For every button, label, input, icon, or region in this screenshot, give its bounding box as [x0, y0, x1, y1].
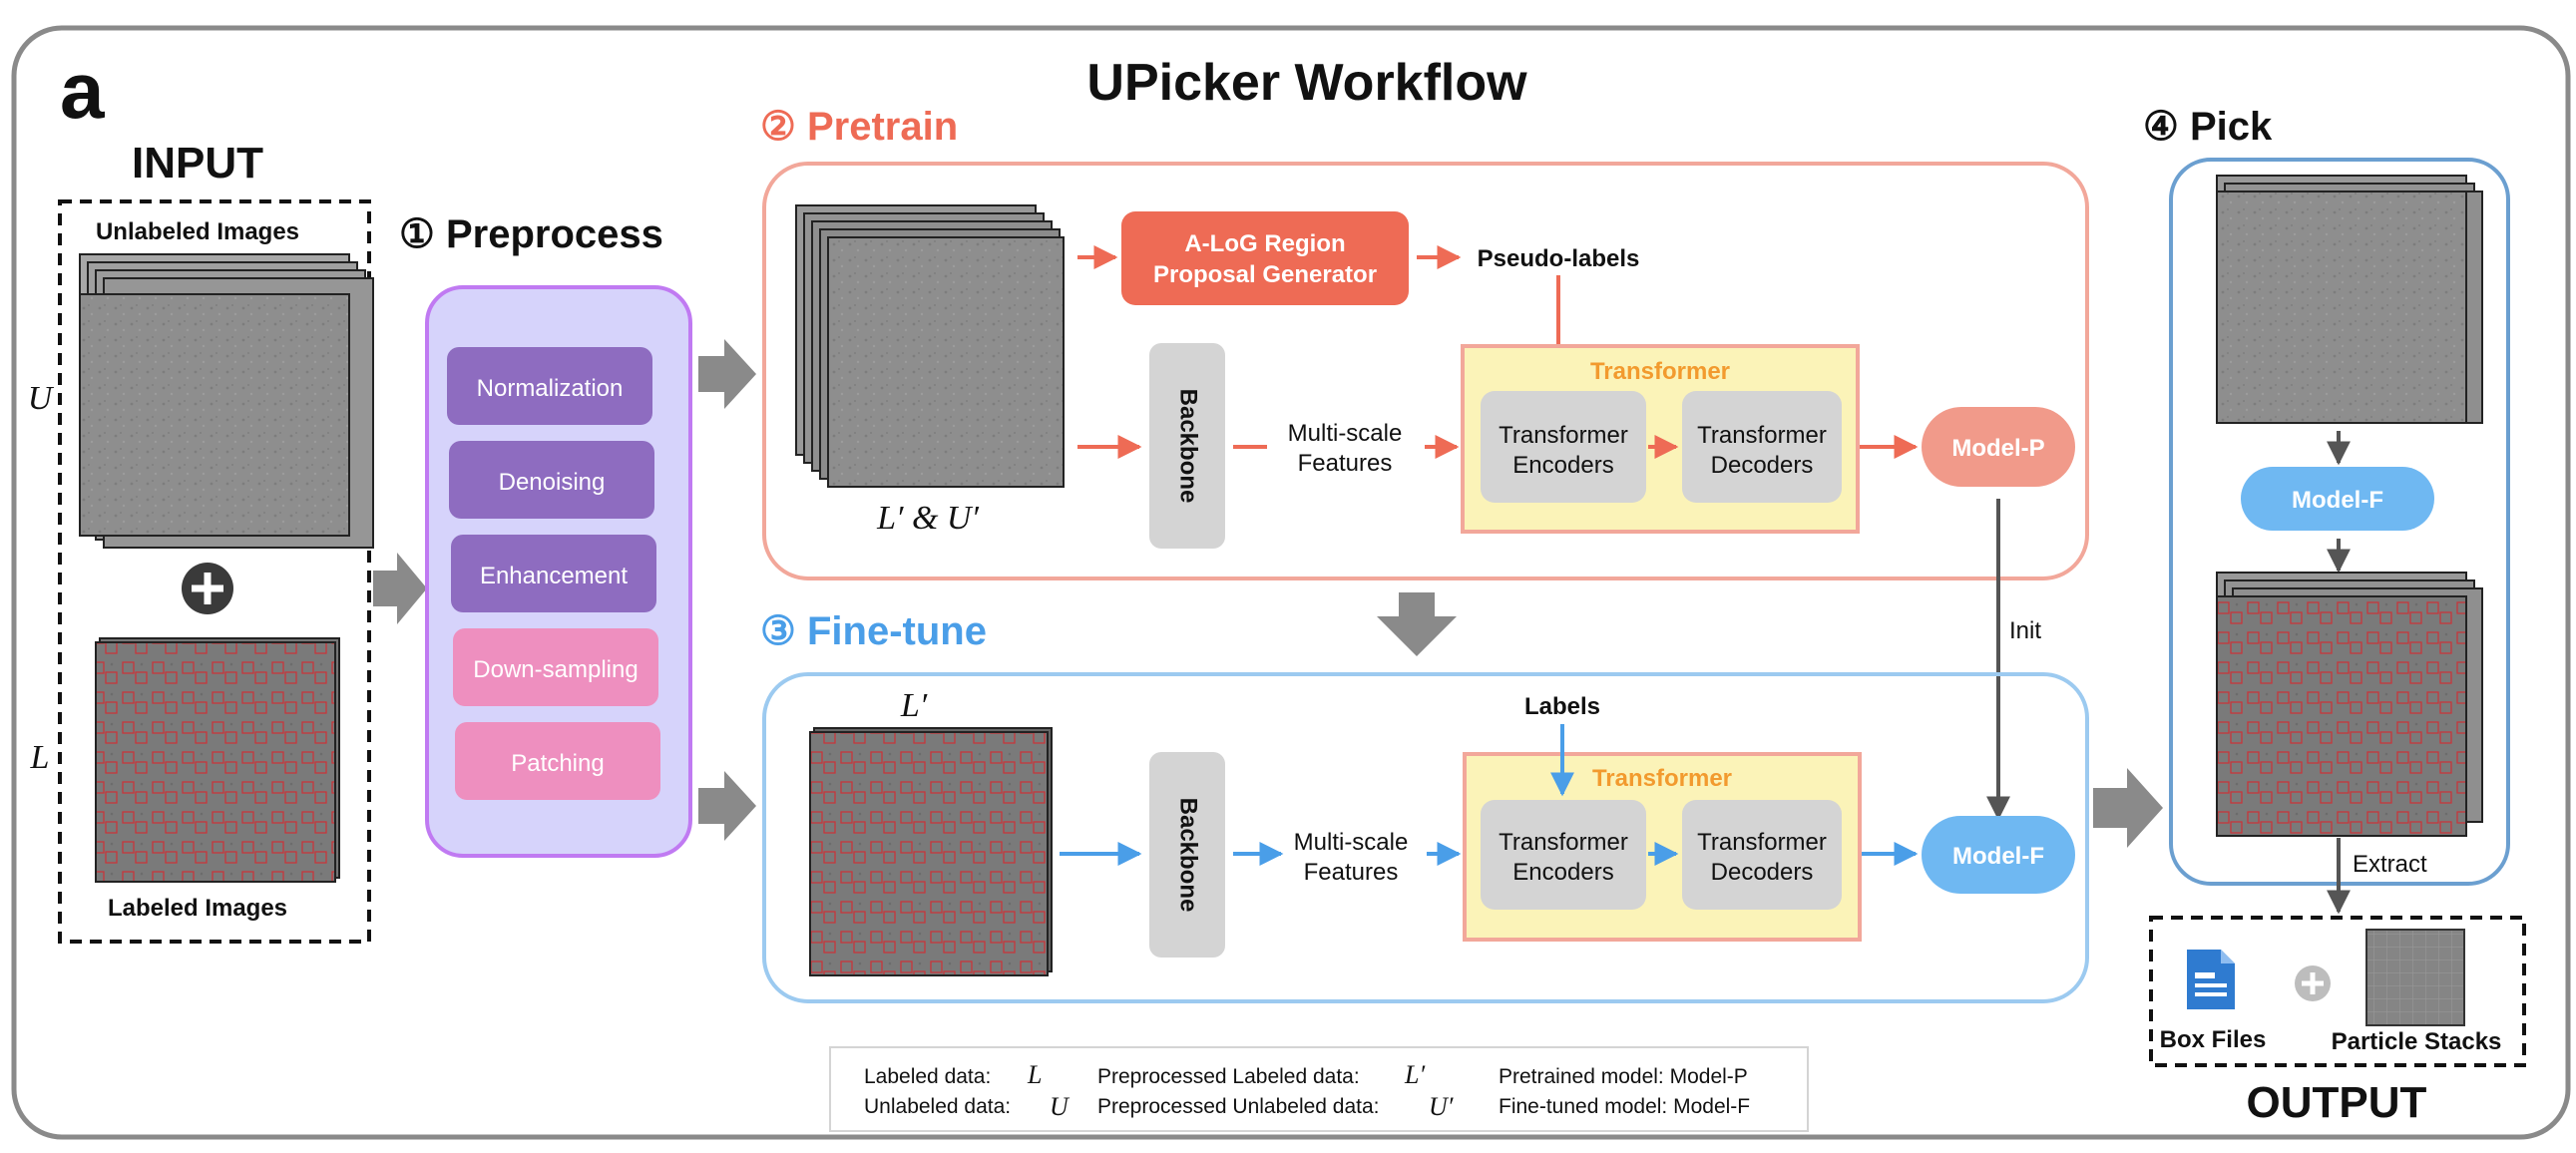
preprocess-title: ① Preprocess — [399, 212, 663, 256]
labels-label: Labels — [1524, 693, 1600, 720]
transformer-decoders-finetune: Transformer Decoders — [1682, 800, 1842, 910]
document-icon — [2187, 950, 2235, 1009]
preprocess-step-down-sampling: Down-sampling — [453, 628, 658, 706]
svg-text:Decoders: Decoders — [1711, 859, 1814, 886]
legend-unlabeled-text: Unlabeled data: — [864, 1095, 1011, 1118]
extract-label: Extract — [2353, 851, 2427, 878]
model-f-node-finetune: Model-F — [1922, 816, 2075, 894]
svg-text:Encoders: Encoders — [1512, 859, 1613, 886]
multiscale-features-finetune-line2: Features — [1304, 859, 1399, 886]
model-f-node-pick: Model-F — [2241, 467, 2434, 531]
preprocess-step-normalization: Normalization — [447, 347, 652, 425]
particle-stacks-image — [2365, 929, 2465, 1026]
legend-pre-labeled-symbol: L′ — [1404, 1060, 1425, 1089]
finetune-box — [762, 672, 2089, 1003]
arrow-finetune-to-pick — [2093, 768, 2163, 848]
particle-stacks-label: Particle Stacks — [2332, 1028, 2502, 1055]
input-title: INPUT — [132, 139, 263, 188]
svg-text:Model-P: Model-P — [1951, 435, 2044, 462]
input-box — [58, 199, 371, 944]
labeled-image-stack — [95, 637, 340, 883]
svg-text:Transformer: Transformer — [1499, 422, 1628, 449]
svg-text:Backbone: Backbone — [1175, 389, 1202, 504]
pretrain-box — [762, 162, 2089, 580]
svg-text:Transformer: Transformer — [1590, 358, 1730, 385]
svg-text:Normalization: Normalization — [477, 375, 624, 402]
svg-text:Backbone: Backbone — [1175, 798, 1202, 913]
model-p-node: Model-P — [1922, 407, 2075, 487]
transformer-encoders-finetune: Transformer Encoders — [1481, 800, 1646, 910]
svg-text:Denoising: Denoising — [499, 469, 606, 496]
svg-text:Patching: Patching — [511, 750, 604, 777]
finetune-title: ③ Fine-tune — [760, 609, 987, 653]
multiscale-features-finetune-line1: Multi-scale — [1294, 829, 1409, 856]
svg-text:Model-F: Model-F — [1952, 843, 2044, 870]
svg-text:Decoders: Decoders — [1711, 452, 1814, 479]
panel-letter: a — [60, 46, 105, 135]
legend-pretrained-text: Pretrained model: Model-P — [1499, 1065, 1748, 1088]
svg-text:A-LoG Region: A-LoG Region — [1184, 230, 1345, 257]
legend-pre-unlabeled-text: Preprocessed Unlabeled data: — [1097, 1095, 1380, 1118]
preprocess-step-enhancement: Enhancement — [451, 535, 656, 612]
svg-text:Transformer: Transformer — [1592, 765, 1732, 792]
labeled-symbol: L — [30, 739, 50, 776]
svg-text:Enhancement: Enhancement — [480, 563, 628, 589]
pretrain-image-stack — [795, 204, 1065, 488]
svg-text:Down-sampling: Down-sampling — [473, 656, 638, 683]
svg-text:Encoders: Encoders — [1512, 452, 1613, 479]
pseudo-labels-label: Pseudo-labels — [1478, 245, 1640, 272]
preprocess-step-patching: Patching — [455, 722, 660, 800]
arrow-input-to-preprocess — [373, 553, 427, 624]
box-files-label: Box Files — [2160, 1026, 2267, 1053]
unlabeled-images-caption: Unlabeled Images — [96, 218, 299, 245]
multiscale-features-pretrain-line1: Multi-scale — [1288, 420, 1403, 447]
pick-title: ④ Pick — [2143, 105, 2273, 149]
backbone-finetune: Backbone — [1149, 752, 1225, 958]
legend-unlabeled-symbol: U — [1050, 1092, 1071, 1121]
transformer-decoders-pretrain: Transformer Decoders — [1682, 391, 1842, 503]
figure-title: UPicker Workflow — [1086, 54, 1527, 112]
preprocess-step-denoising: Denoising — [449, 441, 654, 519]
arrow-preprocess-to-pretrain — [698, 339, 756, 409]
output-title: OUTPUT — [2247, 1078, 2427, 1127]
multiscale-features-pretrain-line2: Features — [1298, 450, 1393, 477]
legend-labeled-text: Labeled data: — [864, 1065, 991, 1088]
pretrain-image-caption: L′ & U′ — [876, 500, 979, 537]
unlabeled-image-stack — [79, 253, 374, 549]
output-box — [2149, 916, 2526, 1067]
pretrain-title: ② Pretrain — [760, 105, 958, 149]
finetune-image — [809, 727, 1053, 976]
legend-pre-unlabeled-symbol: U′ — [1429, 1092, 1454, 1121]
finetune-image-caption: L′ — [900, 687, 928, 724]
arrow-preprocess-to-finetune — [698, 771, 756, 841]
labeled-images-caption: Labeled Images — [108, 895, 287, 922]
svg-text:Transformer: Transformer — [1697, 422, 1827, 449]
alog-region-proposal-generator: A-LoG Region Proposal Generator — [1121, 211, 1409, 305]
picked-particle-stack — [2216, 572, 2483, 837]
pick-input-stack — [2216, 175, 2483, 424]
backbone-pretrain: Backbone — [1149, 343, 1225, 549]
svg-text:Transformer: Transformer — [1697, 829, 1827, 856]
legend-finetuned-text: Fine-tuned model: Model-F — [1499, 1095, 1750, 1118]
legend-labeled-symbol: L — [1027, 1060, 1042, 1089]
svg-text:Transformer: Transformer — [1499, 829, 1628, 856]
init-label: Init — [2009, 617, 2041, 644]
plus-icon-output — [2295, 965, 2331, 1001]
svg-text:Model-F: Model-F — [2292, 487, 2383, 514]
legend-pre-labeled-text: Preprocessed Labeled data: — [1097, 1065, 1360, 1088]
transformer-encoders-pretrain: Transformer Encoders — [1481, 391, 1646, 503]
plus-icon — [182, 563, 233, 614]
unlabeled-symbol: U — [28, 380, 55, 417]
legend-box — [829, 1046, 1809, 1132]
arrow-pretrain-to-finetune — [1377, 592, 1457, 656]
svg-text:Proposal Generator: Proposal Generator — [1153, 261, 1377, 288]
